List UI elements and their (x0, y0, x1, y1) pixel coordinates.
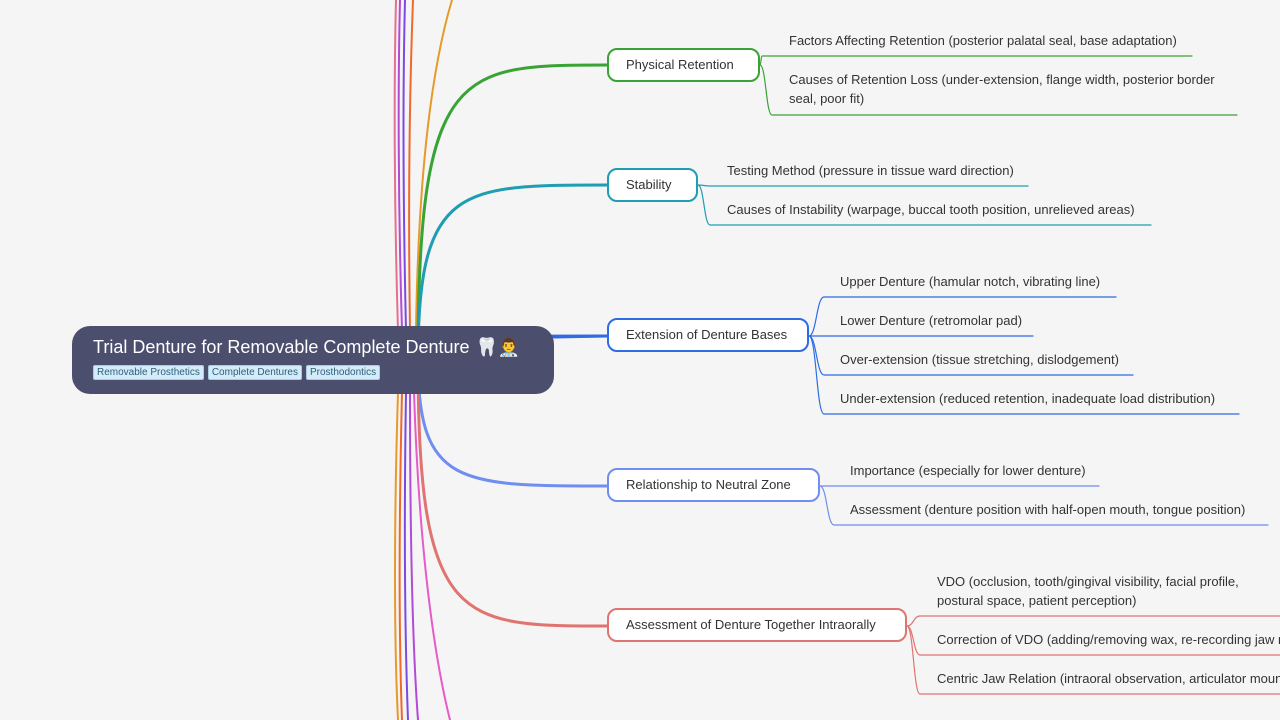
subtopic-under-extension[interactable]: Under-extension (reduced retention, inad… (840, 391, 1216, 406)
subtopic-connector-7 (808, 335, 1240, 415)
branch-line-0 (416, 63, 609, 362)
sibling-branch-line-0 (393, 0, 399, 331)
tag-list: Removable Prosthetics Complete Dentures … (93, 365, 554, 380)
subtopic-neutral-zone-assessment[interactable]: Assessment (denture position with half-o… (850, 502, 1246, 517)
sibling-branch-line-7 (403, 391, 409, 720)
subtopic-upper-denture[interactable]: Upper Denture (hamular notch, vibrating … (840, 274, 1101, 289)
sibling-branch-line-9 (413, 391, 451, 720)
subtopic-causes-of-retention-loss[interactable]: Causes of Retention Loss (under-extensio… (789, 72, 1215, 106)
sibling-branch-line-3 (408, 0, 414, 331)
subtopic-connector-4 (808, 296, 1117, 337)
sibling-branch-line-8 (409, 391, 419, 720)
topic-extension-of-denture-bases[interactable]: Extension of Denture Bases (607, 318, 809, 352)
subtopic-connector-3 (697, 184, 1152, 226)
subtopic-neutral-zone-importance[interactable]: Importance (especially for lower denture… (850, 463, 1086, 478)
sibling-branch-line-5 (394, 391, 399, 720)
subtopic-factors-affecting-retention[interactable]: Factors Affecting Retention (posterior p… (789, 33, 1177, 48)
tag-prosthodontics[interactable]: Prosthodontics (305, 365, 381, 380)
branch-line-extension-direct (552, 334, 609, 339)
topic-assessment-of-denture-together-intraorally[interactable]: Assessment of Denture Together Intraoral… (607, 608, 907, 642)
subtopic-over-extension[interactable]: Over-extension (tissue stretching, dislo… (840, 352, 1119, 367)
sibling-branch-line-2 (402, 0, 407, 331)
sibling-branch-line-6 (398, 391, 403, 720)
subtopic-centric-jaw-relation[interactable]: Centric Jaw Relation (intraoral observat… (937, 671, 1280, 686)
subtopic-connector-2 (697, 184, 1029, 187)
topic-stability[interactable]: Stability (607, 168, 698, 202)
root-title: Trial Denture for Removable Complete Den… (93, 337, 554, 358)
subtopic-connector-9 (819, 485, 1269, 526)
branch-line-1 (416, 183, 609, 362)
root-topic[interactable]: Trial Denture for Removable Complete Den… (72, 326, 554, 394)
root-title-text: Trial Denture for Removable Complete Den… (93, 337, 470, 357)
subtopic-connector-10 (906, 615, 1280, 627)
tooth-doctor-emoji-icon: 🦷👨‍⚕️ (475, 337, 521, 357)
topic-relationship-to-neutral-zone[interactable]: Relationship to Neutral Zone (607, 468, 820, 502)
tag-removable-prosthetics[interactable]: Removable Prosthetics (93, 365, 204, 380)
sibling-branch-line-1 (397, 0, 403, 331)
subtopic-causes-of-instability[interactable]: Causes of Instability (warpage, buccal t… (727, 202, 1135, 217)
branch-line-4 (416, 358, 609, 628)
subtopic-correction-of-vdo[interactable]: Correction of VDO (adding/removing wax, … (937, 632, 1280, 647)
subtopic-vdo[interactable]: VDO (occlusion, tooth/gingival visibilit… (937, 574, 1239, 608)
subtopic-connector-1 (759, 64, 1238, 116)
tag-complete-dentures[interactable]: Complete Dentures (207, 365, 302, 380)
topic-physical-retention[interactable]: Physical Retention (607, 48, 760, 82)
sibling-branch-line-4 (415, 0, 453, 331)
subtopic-lower-denture[interactable]: Lower Denture (retromolar pad) (840, 313, 1023, 328)
subtopic-connector-12 (906, 625, 1280, 695)
subtopic-connector-0 (759, 55, 1193, 66)
subtopic-testing-method[interactable]: Testing Method (pressure in tissue ward … (727, 163, 1014, 178)
branch-line-3 (416, 358, 609, 488)
